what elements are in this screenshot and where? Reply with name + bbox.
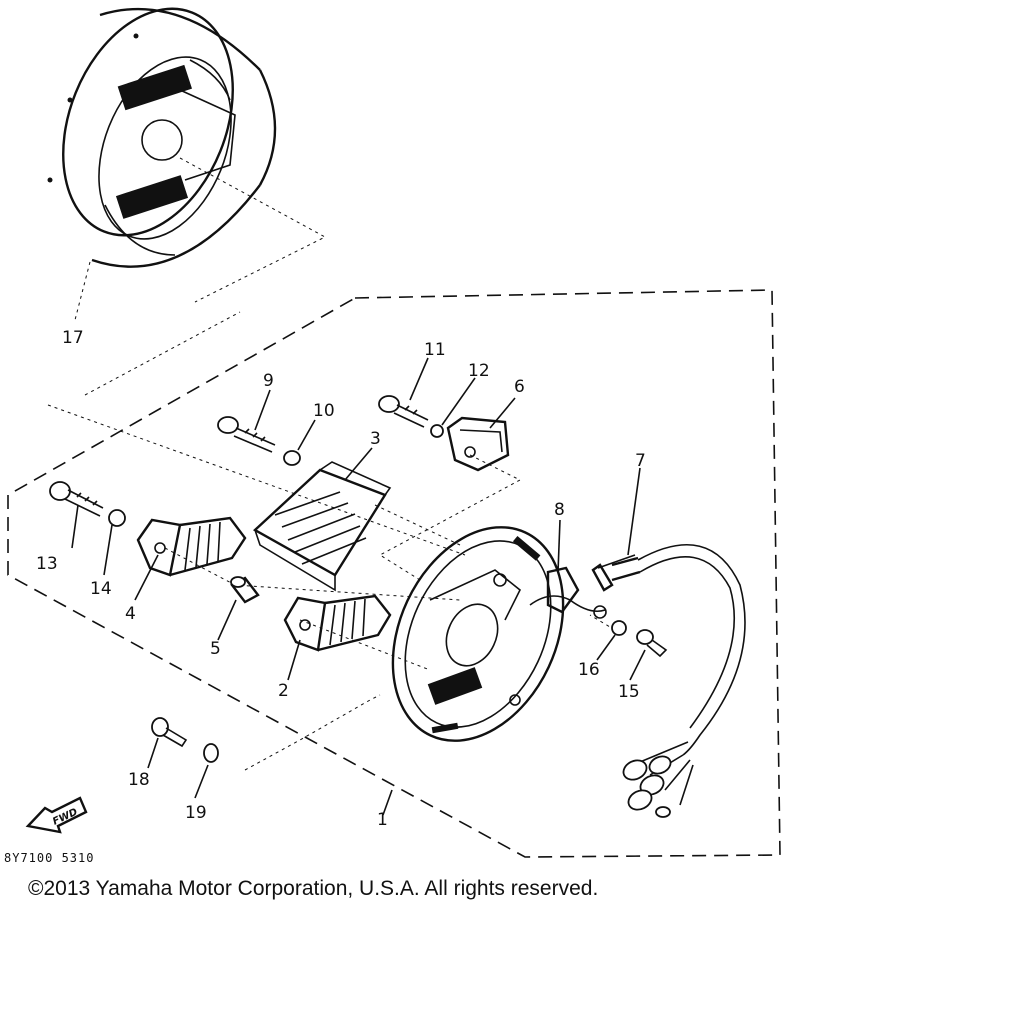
callout-labels: 1 2 3 4 5 6 7 8 9 10 11 12 13 14 15 16 1…: [36, 328, 646, 830]
forward-arrow-icon: FWD: [25, 796, 88, 834]
drawing-code: 8Y7100 5310: [4, 851, 94, 865]
callout-1: 1: [377, 810, 388, 830]
callout-15: 15: [618, 682, 640, 702]
coil-4: [136, 516, 247, 577]
callout-9: 9: [263, 371, 274, 391]
assembly-boundary: [7, 289, 781, 858]
callout-10: 10: [313, 401, 335, 421]
callout-13: 13: [36, 554, 58, 574]
callout-7: 7: [635, 451, 646, 471]
pulser-coil: [446, 416, 510, 472]
leader-lines: [71, 357, 646, 816]
coil-2: [283, 594, 392, 652]
callout-14: 14: [90, 579, 112, 599]
flywheel-rotor: [47, 7, 277, 268]
callout-6: 6: [514, 377, 525, 397]
callout-3: 3: [370, 429, 381, 449]
callout-4: 4: [125, 604, 136, 624]
callout-16: 16: [578, 660, 600, 680]
lead-wire-clamp: [529, 566, 607, 619]
screw-11: [378, 395, 429, 428]
charge-coil: [252, 461, 392, 592]
screw-15: [636, 629, 668, 658]
callout-19: 19: [185, 803, 207, 823]
screw-13: [49, 481, 104, 517]
washers: [108, 424, 627, 763]
collar: [230, 576, 260, 604]
callout-12: 12: [468, 361, 490, 381]
callout-2: 2: [278, 681, 289, 701]
screw-18: [151, 717, 188, 748]
callout-5: 5: [210, 639, 221, 659]
callout-18: 18: [128, 770, 150, 790]
screw-9: [217, 416, 276, 453]
callout-11: 11: [424, 340, 446, 360]
callout-8: 8: [554, 500, 565, 520]
copyright-notice: ©2013 Yamaha Motor Corporation, U.S.A. A…: [28, 877, 599, 900]
callout-17: 17: [62, 328, 84, 348]
stator-base-plate: [391, 526, 565, 742]
wire-harness: [591, 544, 746, 818]
